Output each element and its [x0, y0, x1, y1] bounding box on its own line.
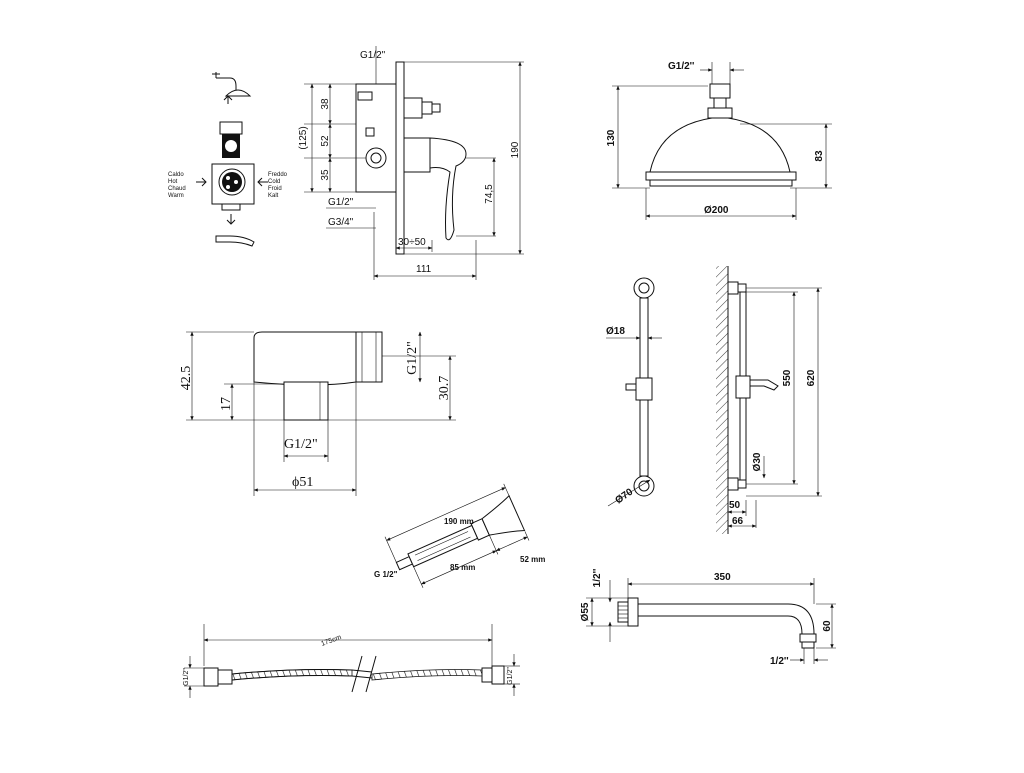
hose-coil-left: [231, 669, 353, 681]
rail-slider: [635, 377, 653, 401]
label-froid: Froid: [268, 186, 282, 192]
outlet-cap: [253, 331, 357, 386]
mixer-section-drawing: G1/2" 38 52 (125) 35 190 74,5 G1/2" G3/4…: [298, 46, 524, 280]
hose-left-nut: [203, 667, 219, 687]
cold-labels: Freddo Cold Froid Kalt: [268, 172, 288, 199]
wall-outlet-drawing: 42.5 17 G1/2" 30.7 G1/2" ϕ51: [179, 331, 456, 496]
diverter-body: [211, 121, 255, 211]
wall-hatch: [716, 266, 728, 534]
dim-arm-thread-bottom: 1/2'': [770, 656, 789, 667]
dim-51: ϕ51: [292, 475, 313, 490]
arm-tube: [637, 603, 815, 635]
dim-42-5: 42.5: [179, 366, 194, 391]
hose-break-left: [351, 655, 363, 693]
dim-35: 35: [320, 169, 331, 181]
diverter-schematic: Caldo Hot Chaud Warm Freddo Cold Froid K…: [168, 72, 288, 247]
dim-g34: G3/4": [328, 217, 354, 228]
wall-plate: [395, 61, 405, 255]
dim-hand-thread: G 1/2": [374, 570, 398, 579]
dim-top-thread: G1/2": [360, 50, 386, 61]
dim-hand-52: 52 mm: [520, 555, 545, 564]
dim-125: (125): [298, 126, 309, 149]
dim-111: 111: [416, 264, 432, 275]
outlet-stem: [283, 381, 329, 421]
label-freddo: Freddo: [268, 172, 288, 178]
slide-rail-side: 550 620 Ø30 50 66: [716, 266, 822, 534]
shower-head-bowl: [649, 117, 791, 173]
hose-drawing: 175cm G1/2" G1/2": [183, 624, 520, 698]
shower-arm-drawing: 1/2'' 350 Ø55 60 1/2'': [580, 569, 836, 667]
dim-30: Ø30: [752, 452, 763, 471]
dim-outlet-side-thread: G1/2": [405, 341, 420, 375]
dim-83: 83: [814, 150, 825, 162]
dim-38: 38: [320, 98, 331, 110]
hose-coil-right: [371, 669, 483, 681]
dim-55: Ø55: [580, 602, 591, 621]
dim-hand-190: 190 mm: [444, 517, 474, 526]
label-chaud: Chaud: [168, 186, 186, 192]
lever-handle: [429, 137, 467, 241]
hot-labels: Caldo Hot Chaud Warm: [168, 172, 186, 199]
dim-hand-85: 85 mm: [450, 563, 475, 572]
hose-right-nut: [491, 665, 505, 685]
label-hot: Hot: [168, 179, 178, 185]
dim-66: 66: [732, 516, 744, 527]
dim-g12-inlet: G1/2": [328, 197, 354, 208]
arrow-up-icon: [223, 95, 233, 104]
arrow-in-hot-icon: [196, 177, 207, 187]
arm-wall-flange: [617, 601, 629, 623]
dim-190: 190: [510, 141, 521, 158]
dim-550: 550: [782, 369, 793, 386]
arrow-down-icon: [226, 214, 236, 225]
label-caldo: Caldo: [168, 172, 184, 178]
dim-74-5: 74,5: [484, 184, 495, 204]
arrow-in-cold-icon: [257, 177, 268, 187]
dim-175cm: 175cm: [320, 634, 342, 648]
dim-50: 50: [729, 500, 741, 511]
hand-shower-drawing: [384, 483, 530, 588]
dim-18: Ø18: [606, 326, 625, 337]
dim-620: 620: [806, 369, 817, 386]
mini-spout-icon: [215, 235, 255, 247]
dim-70: Ø70: [613, 486, 635, 506]
label-cold: Cold: [268, 179, 280, 185]
dim-17: 17: [219, 397, 234, 411]
dim-outlet-bottom-thread: G1/2": [284, 437, 318, 452]
dim-52: 52: [320, 135, 331, 147]
shower-head-drawing: G1/2'' 130 83 Ø200: [606, 61, 832, 220]
dim-30-7: 30.7: [437, 376, 452, 401]
dim-hose-thread-left: G1/2": [183, 668, 190, 686]
hose-break-right: [365, 655, 377, 693]
label-kalt: Kalt: [268, 193, 279, 199]
dim-130: 130: [606, 129, 617, 146]
dim-200: Ø200: [704, 205, 729, 216]
dim-hose-thread-right: G1/2": [507, 667, 514, 685]
dim-arm-thread-top: 1/2'': [592, 569, 603, 588]
dim-30-50: 30÷50: [398, 237, 426, 248]
dim-350: 350: [714, 572, 731, 583]
slide-rail-front: Ø18 Ø70: [606, 277, 662, 506]
dim-60: 60: [822, 620, 833, 632]
mini-shower-head-icon: [212, 72, 252, 97]
dim-head-thread: G1/2'': [668, 61, 694, 72]
label-warm: Warm: [168, 193, 184, 199]
